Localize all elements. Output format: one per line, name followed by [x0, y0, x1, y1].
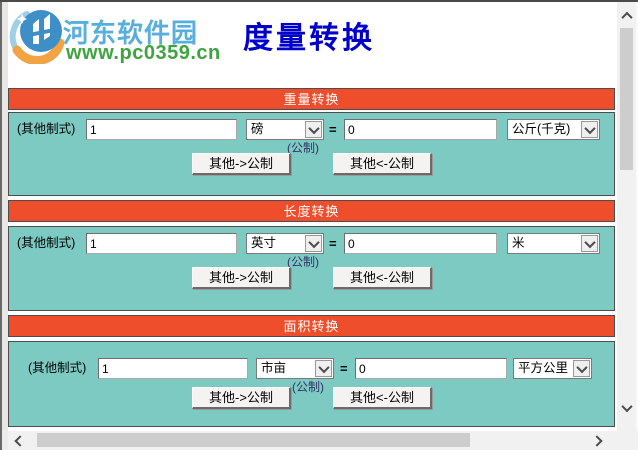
chevron-down-icon [307, 236, 320, 248]
length-other-unit-select[interactable]: 英寸 [246, 233, 324, 254]
length-equals-label: = [329, 236, 337, 251]
area-metric-label: (公制) [292, 380, 324, 394]
scrollbar-corner [617, 430, 638, 450]
section-body-area [8, 341, 615, 427]
area-to-metric-button[interactable]: 其他->公制 [192, 387, 291, 409]
length-from-metric-button[interactable]: 其他<-公制 [333, 267, 432, 289]
weight-other-unit-select[interactable]: 磅 [246, 119, 324, 140]
section-title-area: 面积转换 [8, 315, 615, 337]
area-metric-unit-dropdown-button[interactable] [573, 360, 590, 377]
area-other-unit-dropdown-button[interactable] [315, 360, 332, 377]
chevron-down-icon [307, 122, 320, 134]
scroll-up-button[interactable] [619, 8, 635, 24]
length-other-unit-dropdown-button[interactable] [305, 235, 322, 252]
chevron-down-icon [317, 361, 330, 373]
scroll-right-button[interactable] [589, 433, 605, 449]
weight-metric-unit-value: 公斤(千克) [512, 122, 571, 136]
site-logo-icon [9, 10, 65, 64]
weight-other-value-input[interactable] [86, 119, 237, 140]
weight-equals-label: = [329, 122, 337, 137]
site-name: 河东软件园 [63, 18, 199, 48]
vertical-scrollbar-edge [636, 2, 638, 430]
area-equals-label: = [340, 361, 348, 376]
length-metric-unit-select[interactable]: 米 [507, 233, 600, 254]
length-other-value-input[interactable] [86, 233, 237, 254]
chevron-right-icon [591, 435, 603, 447]
chevron-down-icon [583, 236, 596, 248]
weight-metric-label: (公制) [287, 141, 319, 155]
window-border-left-strip [2, 2, 8, 450]
area-from-metric-button[interactable]: 其他<-公制 [333, 387, 432, 409]
chevron-down-icon [621, 400, 633, 413]
area-other-unit-select[interactable]: 市亩 [256, 358, 334, 379]
window-border-top [0, 0, 638, 2]
page-title: 度量转换 [243, 22, 375, 55]
weight-metric-unit-dropdown-button[interactable] [581, 121, 598, 138]
weight-from-metric-button[interactable]: 其他<-公制 [333, 153, 432, 175]
vertical-scrollbar-thumb[interactable] [620, 28, 633, 170]
area-other-unit-value: 市亩 [261, 361, 287, 375]
length-metric-unit-dropdown-button[interactable] [581, 235, 598, 252]
scroll-left-button[interactable] [12, 433, 28, 449]
horizontal-scrollbar-thumb[interactable] [37, 433, 470, 447]
area-other-system-label: (其他制式) [28, 361, 87, 375]
weight-to-metric-button[interactable]: 其他->公制 [192, 153, 291, 175]
window-border-bottom-strip [2, 430, 8, 450]
length-metric-unit-value: 米 [512, 236, 525, 250]
length-other-system-label: (其他制式) [17, 236, 76, 250]
weight-other-unit-value: 磅 [251, 122, 264, 136]
area-metric-unit-value: 平方公里 [518, 361, 569, 375]
chevron-left-icon [14, 435, 26, 447]
chevron-up-icon [621, 11, 633, 24]
chevron-down-icon [575, 361, 588, 373]
scroll-down-button[interactable] [619, 400, 635, 416]
chevron-down-icon [583, 122, 596, 134]
weight-metric-unit-select[interactable]: 公斤(千克) [507, 119, 600, 140]
area-metric-unit-select[interactable]: 平方公里 [513, 358, 592, 379]
length-metric-value-input[interactable] [344, 233, 497, 254]
area-other-value-input[interactable] [98, 358, 248, 379]
section-title-weight: 重量转换 [8, 88, 615, 110]
weight-other-system-label: (其他制式) [17, 122, 76, 136]
section-title-length: 长度转换 [8, 200, 615, 222]
area-metric-value-input[interactable] [355, 358, 507, 379]
length-metric-label: (公制) [287, 255, 319, 269]
length-other-unit-value: 英寸 [251, 236, 277, 250]
weight-other-unit-dropdown-button[interactable] [305, 121, 322, 138]
window-border-left [0, 2, 2, 450]
length-to-metric-button[interactable]: 其他->公制 [192, 267, 291, 289]
site-url: www.pc0359.cn [66, 42, 221, 64]
weight-metric-value-input[interactable] [344, 119, 497, 140]
